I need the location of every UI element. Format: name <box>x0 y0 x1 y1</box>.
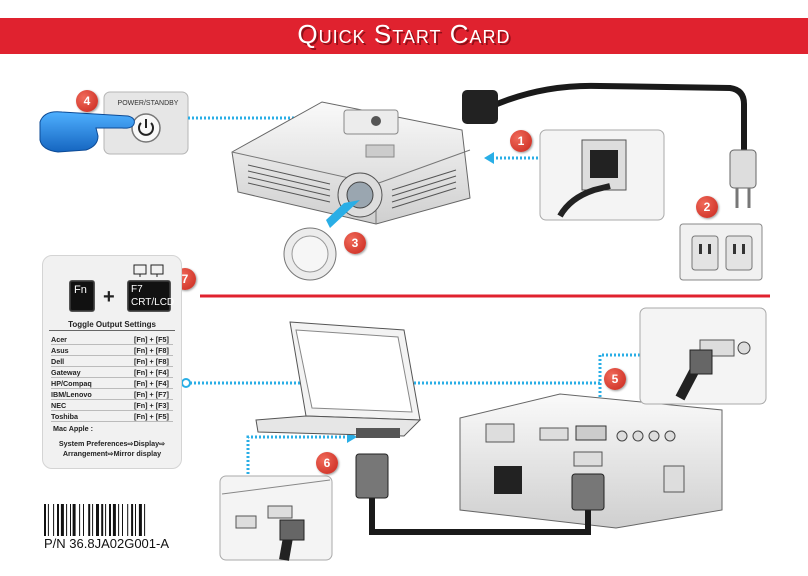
guide-line-lower <box>246 435 352 486</box>
brand-cell: HP/Compaq <box>51 377 94 389</box>
barcode-bar <box>118 504 120 536</box>
barcode-bar <box>138 504 142 536</box>
laptop-port-inset <box>219 475 333 561</box>
vga-cable <box>355 453 605 535</box>
barcode-bar <box>60 504 64 536</box>
power-cord <box>462 82 757 208</box>
monitor-icon <box>133 264 164 277</box>
table-row: Gateway[Fn] + [F4] <box>51 366 173 378</box>
barcode <box>44 504 146 536</box>
table-row: HP/Compaq[Fn] + [F4] <box>51 377 173 389</box>
barcode-bar <box>88 504 91 536</box>
pointing-hand-icon <box>39 111 135 153</box>
step-badge-6: 6 <box>316 452 338 474</box>
wall-outlet <box>679 223 763 281</box>
barcode-bar <box>70 504 71 536</box>
barcode-bar <box>92 504 94 536</box>
power-standby-panel <box>103 91 189 155</box>
brand-cell: Toshiba <box>51 410 94 422</box>
toggle-output-table: Acer[Fn] + [F5] Asus[Fn] + [F8] Dell[Fn]… <box>51 334 173 422</box>
barcode-bar <box>79 504 81 536</box>
power-inlet-inset <box>539 129 665 221</box>
mac-instructions-line2: Arrangement⇨Mirror display <box>62 449 162 458</box>
brand-cell: NEC <box>51 399 94 411</box>
table-row: Acer[Fn] + [F5] <box>51 334 173 345</box>
table-row: Asus[Fn] + [F8] <box>51 344 173 356</box>
barcode-bar <box>57 504 59 536</box>
brand-cell: Gateway <box>51 366 94 378</box>
crt-lcd-label: CRT/LCD <box>131 297 175 308</box>
barcode-bar <box>83 504 84 536</box>
table-row: NEC[Fn] + [F3] <box>51 399 173 411</box>
mac-apple-label: Mac Apple : <box>53 424 94 433</box>
step-badge-2: 2 <box>696 196 718 218</box>
step-badge-1: 1 <box>510 130 532 152</box>
brand-cell: Acer <box>51 334 94 345</box>
vga-inset <box>639 307 767 405</box>
lens-cap <box>283 227 337 281</box>
barcode-bar <box>109 504 111 536</box>
power-standby-label: POWER/STANDBY <box>117 100 179 107</box>
plus-sign: + <box>103 286 115 308</box>
page-title: Quick Start Card <box>297 19 511 49</box>
f7-label: F7 <box>131 284 143 295</box>
keys-cell: [Fn] + [F8] <box>93 355 173 367</box>
table-row: Dell[Fn] + [F8] <box>51 355 173 367</box>
barcode-bar <box>44 504 46 536</box>
brand-cell: IBM/Lenovo <box>51 388 94 400</box>
fn-key: Fn <box>69 280 95 312</box>
step-badge-4: 4 <box>76 90 98 112</box>
barcode-bar <box>72 504 76 536</box>
keys-cell: [Fn] + [F3] <box>93 399 173 411</box>
f7-crt-lcd-key: F7 CRT/LCD <box>127 280 175 312</box>
table-row: Toshiba[Fn] + [F5] <box>51 410 173 422</box>
brand-cell: Dell <box>51 355 94 367</box>
part-number: P/N 36.8JA02G001-A <box>44 536 170 551</box>
step-badge-3: 3 <box>344 232 366 254</box>
barcode-bar <box>122 504 123 536</box>
barcode-bar <box>127 504 129 536</box>
barcode-bar <box>96 504 99 536</box>
laptop <box>255 321 422 438</box>
keys-cell: [Fn] + [F5] <box>93 334 173 345</box>
barcode-bar <box>135 504 136 536</box>
barcode-bar <box>131 504 134 536</box>
brand-cell: Asus <box>51 344 94 356</box>
table-row: IBM/Lenovo[Fn] + [F7] <box>51 388 173 400</box>
barcode-bar <box>47 504 49 536</box>
mac-instructions-line1: System Preferences⇨Display⇨ <box>58 439 166 448</box>
toggle-output-title: Toggle Output Settings <box>49 320 175 331</box>
keys-cell: [Fn] + [F4] <box>93 366 173 378</box>
header-banner: Quick Start Card <box>0 18 808 54</box>
keys-cell: [Fn] + [F7] <box>93 388 173 400</box>
keys-cell: [Fn] + [F4] <box>93 377 173 389</box>
barcode-bar <box>105 504 107 536</box>
step-badge-5: 5 <box>604 368 626 390</box>
barcode-bar <box>66 504 68 536</box>
keys-cell: [Fn] + [F8] <box>93 344 173 356</box>
toggle-output-card: Fn + F7 CRT/LCD Toggle Output Settings A… <box>42 255 182 469</box>
barcode-bar <box>112 504 116 536</box>
barcode-bar <box>101 504 104 536</box>
barcode-bar <box>144 504 146 536</box>
keys-cell: [Fn] + [F5] <box>93 410 173 422</box>
barcode-bar <box>53 504 55 536</box>
projector-rear <box>459 393 723 529</box>
